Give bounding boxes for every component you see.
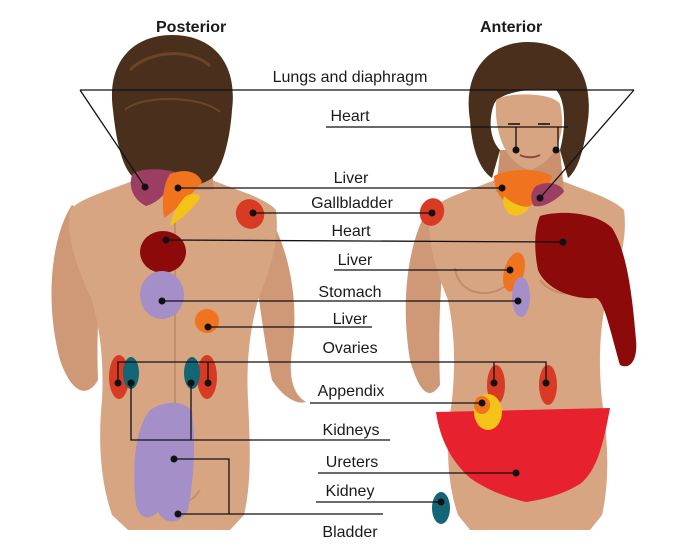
label-heart-face: Heart [330,108,370,125]
posterior-ovary-right-zone [197,355,217,399]
label-ureters: Ureters [326,454,378,471]
label-gallbladder: Gallbladder [311,195,394,212]
label-ovaries: Ovaries [322,340,377,357]
posterior-pain-zones [109,169,265,522]
anterior-stomach-zone [512,277,530,317]
anterior-heart-zone [535,212,637,367]
posterior-lungs-zone [130,169,175,206]
label-bladder: Bladder [322,524,378,541]
labels: Posterior Anterior Lungs and diaphragm H… [156,19,542,541]
label-kidneys: Kidneys [323,422,380,439]
anterior-kidney-zone [432,492,450,524]
posterior-bladder-ureter-zone [134,402,195,522]
anterior-pain-zones [419,170,637,524]
label-liver-upper: Liver [338,252,373,269]
label-liver-back: Liver [333,311,368,328]
label-heart-chest: Heart [331,223,371,240]
label-liver-neck: Liver [334,170,369,187]
label-lungs-diaphragm: Lungs and diaphragm [273,69,428,86]
posterior-kidney-right-zone [184,357,200,389]
anterior-heading: Anterior [480,19,542,36]
anterior-face [495,94,563,170]
label-stomach: Stomach [318,284,381,301]
anterior-gallbladder-neck-zone [503,196,530,216]
posterior-hair [111,35,233,187]
leader-lines [79,89,635,518]
anterior-hair [468,42,589,178]
posterior-heading: Posterior [156,19,226,36]
posterior-gallbladder-zone [170,193,200,226]
posterior-heart-zone [140,231,186,273]
label-appendix: Appendix [318,383,385,400]
posterior-kidney-left-zone [123,357,139,389]
posterior-stomach-zone [140,271,184,319]
posterior-torso [69,180,277,530]
label-kidney: Kidney [326,483,375,500]
anterior-ureters-zone [436,408,610,502]
posterior-liver-neck-zone [162,171,202,218]
posterior-figure [51,35,306,530]
